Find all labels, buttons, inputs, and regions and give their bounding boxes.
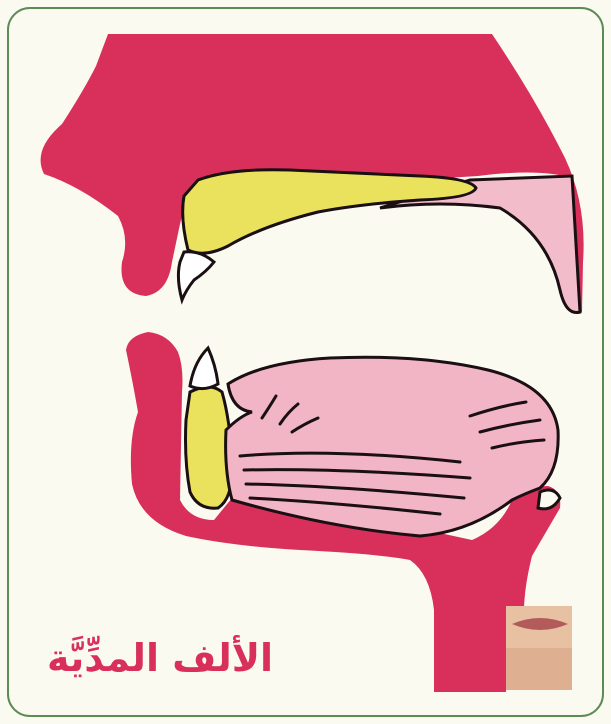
vocal-cords-shadow <box>506 648 572 690</box>
diagram-caption: الألف المدِّيَّة <box>40 628 280 688</box>
